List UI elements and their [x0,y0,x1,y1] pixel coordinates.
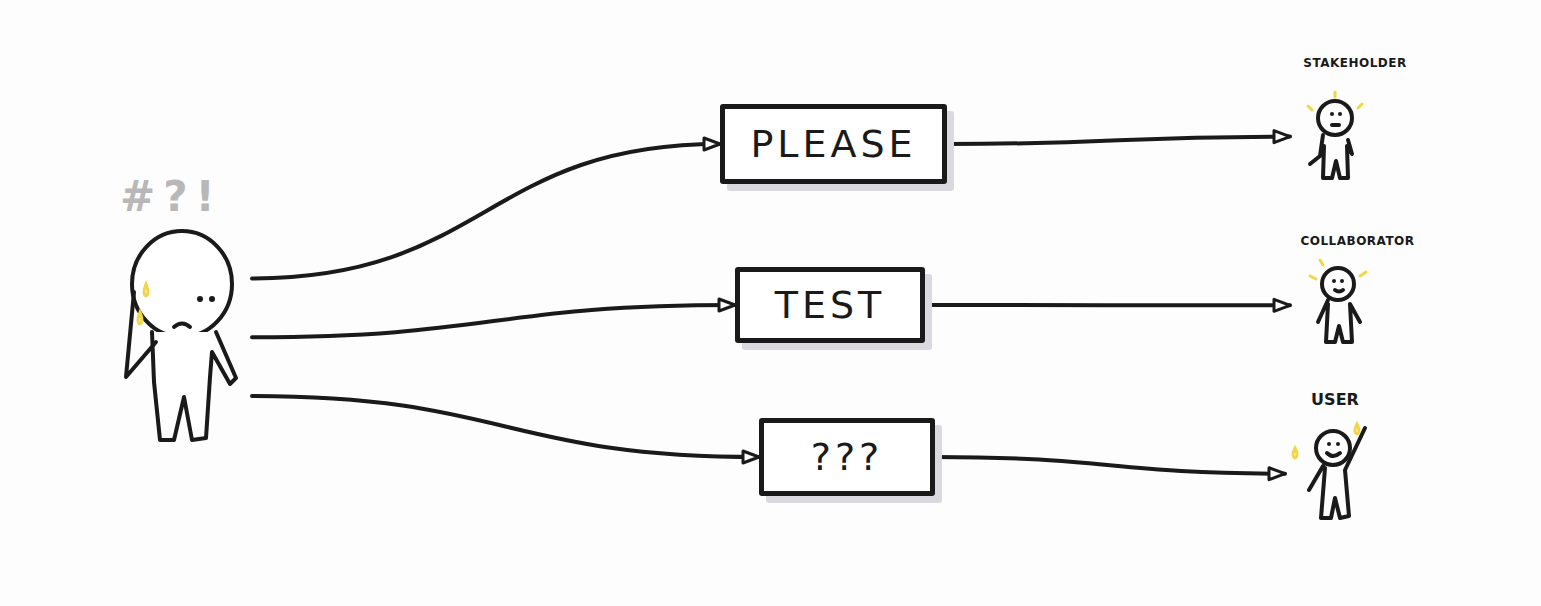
process-box: TEST [735,267,925,343]
box-label: TEST [775,283,886,327]
person-figure: STAKEHOLDER [1290,56,1420,186]
confused-person: #?! [112,172,252,452]
box-label: PLEASE [750,122,916,166]
figure-drawing [1285,390,1385,525]
arrow-connector [252,144,720,278]
arrow-connector [252,396,759,457]
process-box: PLEASE [720,104,947,184]
box-label: ??? [811,435,884,479]
person-figure: USER [1285,390,1385,525]
arrow-connector [925,303,1290,307]
figure-label: #?! [112,172,252,221]
figure-drawing [1290,56,1420,186]
process-box: ??? [759,418,935,496]
arrow-connector [947,137,1290,144]
person-figure: COLLABORATOR [1290,234,1425,349]
figure-drawing [1290,234,1425,349]
arrow-connector [935,457,1285,474]
figure-label: USER [1285,390,1385,409]
figure-label: COLLABORATOR [1290,234,1425,248]
figure-label: STAKEHOLDER [1290,56,1420,70]
arrow-connector [252,305,735,337]
